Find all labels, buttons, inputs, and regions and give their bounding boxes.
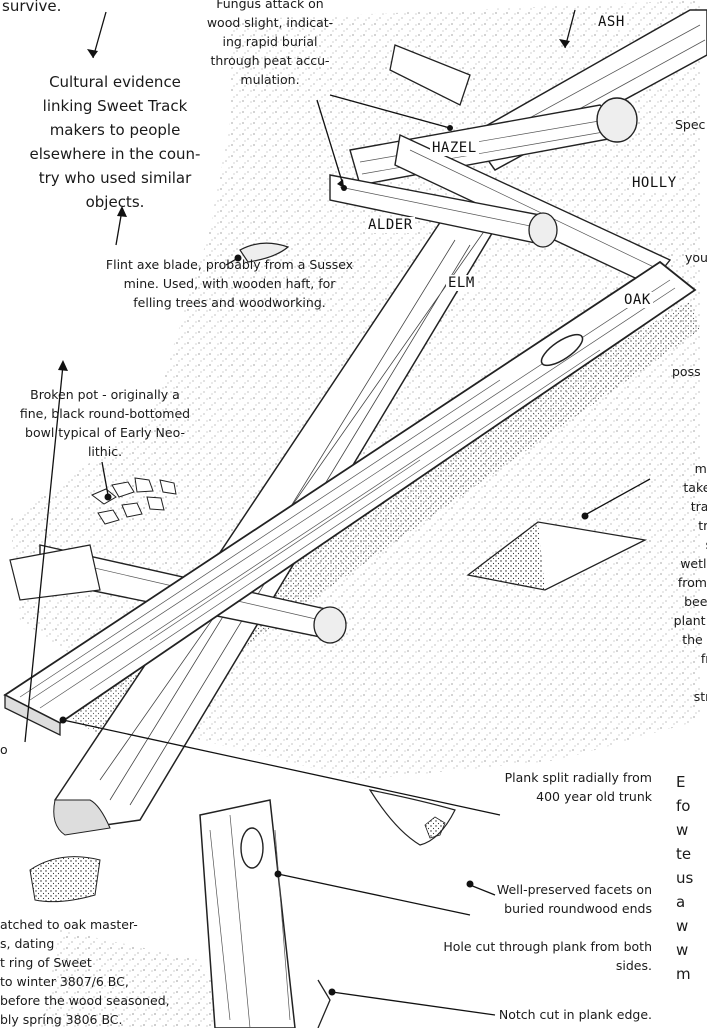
right-spec-label: Spec xyxy=(675,115,705,134)
right-spec-text: Spec xyxy=(675,115,707,139)
cultural-evidence-label: Cultural evidence linking Sweet Track ma… xyxy=(10,70,220,214)
plank-split-label: Plank split radially from 400 year old t… xyxy=(470,768,652,806)
right-poss-label: poss xyxy=(672,362,701,381)
right-location-text: Loc mono taken a track l track stru wetl… xyxy=(590,440,707,755)
hole-label: Hole cut through plank from both sides. xyxy=(425,937,652,975)
wood-label-hazel: HAZEL xyxy=(430,140,479,156)
right-you-text: you xyxy=(685,248,707,272)
facets-label: Well-preserved facets on buried roundwoo… xyxy=(470,880,652,918)
wood-label-alder: ALDER xyxy=(366,217,415,233)
wood-label-holly: HOLLY xyxy=(630,175,679,191)
right-you-label: you xyxy=(685,248,707,267)
wood-label-elm: ELM xyxy=(446,275,477,291)
right-bottom-text: E fo w te us a w w m xyxy=(676,770,707,1028)
notched-plank-detail xyxy=(200,800,330,1028)
dating-label: atched to oak master- s, dating t ring o… xyxy=(0,915,210,1029)
right-location-label: Loc mono taken a track l track stru wetl… xyxy=(590,440,707,706)
stone-left-bottom xyxy=(30,857,100,902)
right-poss-text: poss xyxy=(672,362,707,386)
wood-label-ash: ASH xyxy=(596,14,627,30)
notch-label: Notch cut in plank edge. xyxy=(470,1005,652,1024)
broken-pot-label: Broken pot - originally a fine, black ro… xyxy=(0,385,210,461)
right-bottom-label: E fo w te us a w w m xyxy=(676,770,706,986)
roundwood-end-detail xyxy=(370,790,455,845)
left-o-label: o xyxy=(0,740,8,759)
wood-label-oak: OAK xyxy=(622,292,653,308)
survive-label: survive. xyxy=(2,0,61,18)
flint-axe-label: Flint axe blade, probably from a Sussex … xyxy=(92,255,367,312)
